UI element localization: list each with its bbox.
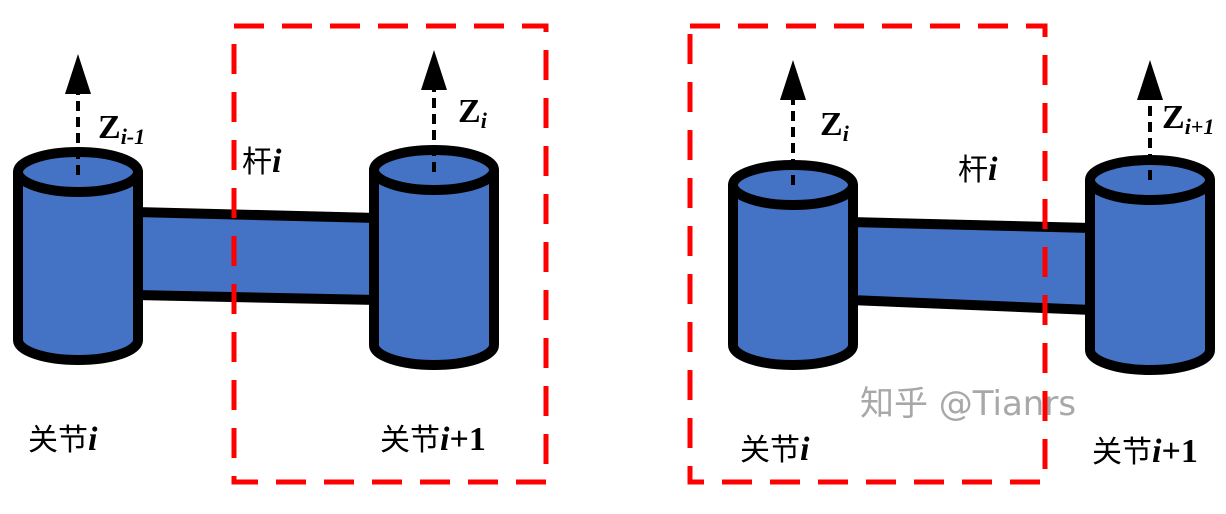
joint-label-i: 关节i: [740, 431, 810, 468]
axis-label-z-cur: Zi: [458, 93, 488, 133]
joint-label-i: 关节i: [28, 421, 98, 458]
axis-label-z-prev: Zi-1: [98, 109, 145, 149]
link-label: 杆i: [958, 151, 998, 188]
arrowhead-icon: [780, 60, 806, 100]
joint-label-i-plus-1: 关节i+1: [1092, 433, 1198, 470]
watermark: 知乎 @Tianrs: [860, 384, 1076, 424]
arrowhead-icon: [65, 54, 91, 94]
arrowhead-icon: [1137, 60, 1163, 100]
link-bar-left: [130, 207, 383, 305]
joint-cylinder-i-left: [13, 147, 143, 365]
joint-label-i-plus-1: 关节i+1: [380, 421, 486, 458]
axis-label-z-next: Zi+1: [1162, 99, 1214, 139]
arrowhead-icon: [421, 50, 447, 90]
link-frame-left: [231, 23, 549, 485]
axis-label-z-cur: Zi: [820, 106, 850, 146]
link-label: 杆i: [242, 143, 282, 180]
link-bar-right: [845, 217, 1097, 315]
joint-cylinder-i1-left: [369, 145, 499, 370]
joint-cylinder-i-right: [728, 160, 858, 370]
joint-cylinder-i1-right: [1085, 155, 1215, 375]
link-frame-right: [687, 23, 1048, 485]
